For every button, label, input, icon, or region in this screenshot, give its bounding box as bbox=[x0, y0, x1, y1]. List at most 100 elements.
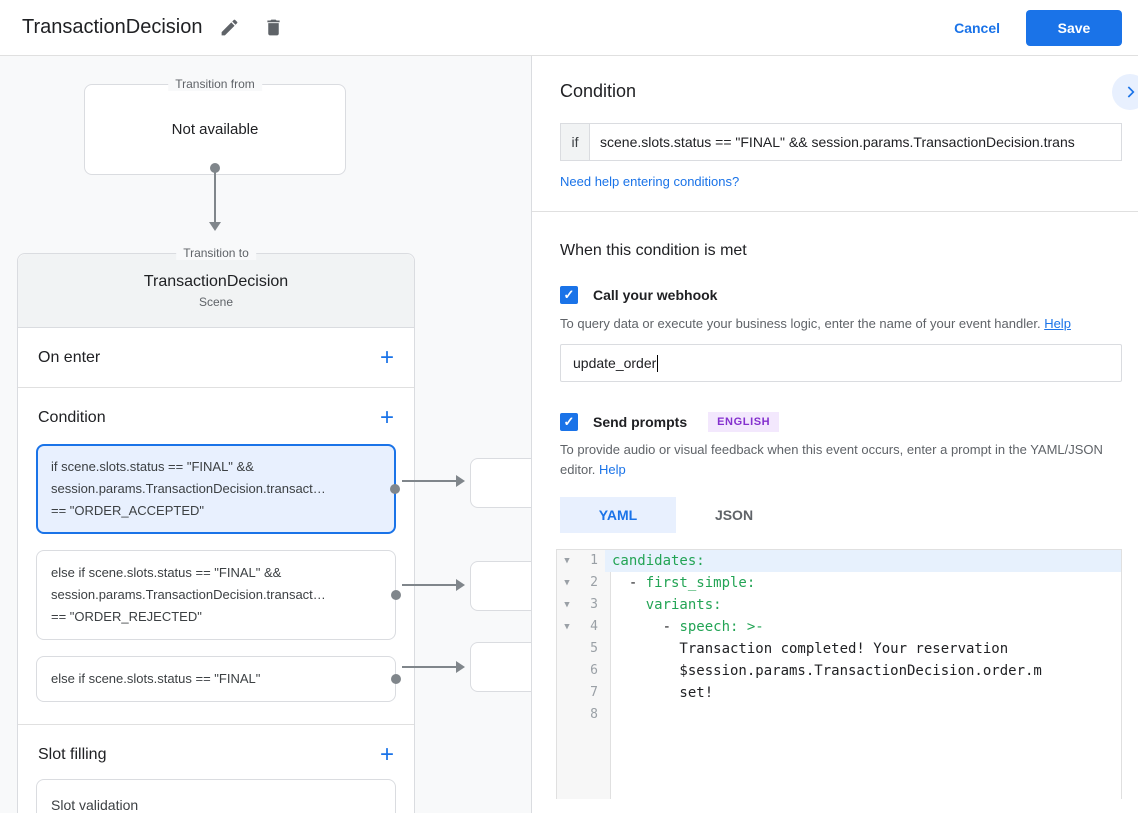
conditions-help-link[interactable]: Need help entering conditions? bbox=[560, 174, 740, 189]
line-number: 1 bbox=[590, 553, 598, 569]
condition-card[interactable]: else if scene.slots.status == "FINAL" bbox=[36, 656, 401, 702]
webhook-handler-input[interactable]: update_order bbox=[560, 344, 1122, 383]
line-number: 5 bbox=[590, 641, 598, 657]
condition-input[interactable] bbox=[589, 123, 1122, 161]
fold-arrow-icon[interactable]: ▼ bbox=[564, 578, 570, 589]
language-badge: ENGLISH bbox=[708, 412, 780, 433]
fold-arrow-icon[interactable]: ▼ bbox=[564, 600, 570, 611]
connector-dot[interactable] bbox=[391, 590, 401, 600]
when-met-heading: When this condition is met bbox=[560, 242, 747, 259]
editor-gutter bbox=[557, 550, 611, 800]
transition-from-box: Transition from Not available bbox=[84, 77, 346, 175]
fold-spacer bbox=[557, 682, 577, 704]
transition-arrow bbox=[402, 584, 460, 586]
condition-card-list: if scene.slots.status == "FINAL" &&sessi… bbox=[36, 444, 401, 702]
cancel-button[interactable]: Cancel bbox=[954, 19, 1000, 36]
transition-target-box[interactable] bbox=[470, 561, 540, 611]
editor-tabs: YAML JSON bbox=[560, 497, 1122, 534]
on-enter-section: On enter + bbox=[18, 328, 414, 388]
send-prompts-checkbox checkmark-icon[interactable]: ✓ bbox=[560, 413, 578, 432]
editor-line[interactable]: ▼ 3 variants: bbox=[557, 594, 1121, 616]
tab-yaml[interactable]: YAML bbox=[560, 497, 676, 534]
add-condition-button plus-icon[interactable]: + bbox=[379, 404, 394, 431]
code-text bbox=[605, 704, 1121, 726]
transition-target-box[interactable] bbox=[470, 458, 540, 508]
scene-name: TransactionDecision bbox=[143, 272, 289, 290]
transition-connector-line bbox=[214, 172, 216, 222]
if-prefix: if bbox=[560, 123, 589, 161]
on-enter-label: On enter bbox=[38, 348, 101, 366]
edit-icon[interactable] bbox=[212, 11, 246, 45]
page-title: TransactionDecision bbox=[22, 16, 203, 38]
condition-detail-panel: Condition if Need help entering conditio… bbox=[531, 56, 1138, 813]
chevron-right-icon bbox=[1127, 86, 1135, 98]
webhook-checkbox checkmark-icon[interactable]: ✓ bbox=[560, 286, 578, 304]
editor-lines: ▼ 1 candidates: ▼ 2 - first_simple: ▼ 3 varian… bbox=[557, 550, 1121, 726]
condition-card[interactable]: else if scene.slots.status == "FINAL" &&… bbox=[36, 550, 401, 640]
slot-validation-card[interactable]: Slot validation bbox=[36, 779, 396, 813]
editor-line[interactable]: 6 $session.params.TransactionDecision.or… bbox=[557, 660, 1121, 682]
transition-to-label: Transition to bbox=[176, 246, 256, 260]
condition-section: Condition + if scene.slots.status == "FI… bbox=[18, 388, 414, 725]
editor-line[interactable]: 7 set! bbox=[557, 682, 1121, 704]
line-number: 8 bbox=[590, 707, 598, 723]
slot-filling-section: Slot filling + Slot validation bbox=[18, 725, 414, 813]
line-number: 2 bbox=[590, 575, 598, 591]
code-text: - speech: >- bbox=[612, 619, 764, 636]
text-cursor bbox=[657, 354, 659, 372]
transition-arrow bbox=[402, 666, 460, 668]
transition-target-box[interactable] bbox=[470, 642, 540, 692]
editor-line[interactable]: 5 Transaction completed! Your reservatio… bbox=[557, 638, 1121, 660]
line-number: 7 bbox=[590, 685, 598, 701]
condition-section-label: Condition bbox=[38, 409, 106, 426]
prompts-description: To provide audio or visual feedback when… bbox=[560, 442, 1103, 478]
save-button[interactable]: Save bbox=[1026, 9, 1122, 46]
fold-spacer bbox=[557, 660, 577, 682]
scene-card: Transition to TransactionDecision Scene … bbox=[17, 246, 415, 813]
condition-expression-row: if bbox=[560, 123, 1122, 161]
line-number: 3 bbox=[590, 597, 598, 613]
collapse-panel-button[interactable] bbox=[1112, 74, 1138, 110]
webhook-help-link[interactable]: Help bbox=[1044, 316, 1071, 331]
connector-dot bbox=[210, 163, 220, 173]
scene-type: Scene bbox=[198, 294, 234, 309]
trash-icon[interactable] bbox=[256, 11, 290, 45]
line-number: 6 bbox=[590, 663, 598, 679]
editor-line[interactable]: ▼ 4 - speech: >- bbox=[557, 616, 1121, 638]
code-text: - first_simple: bbox=[612, 575, 756, 592]
fold-spacer bbox=[557, 704, 577, 726]
code-text: Transaction completed! Your reservation bbox=[612, 641, 1009, 658]
add-on-enter-button plus-icon[interactable]: + bbox=[379, 343, 394, 371]
transition-from-label: Transition from bbox=[168, 77, 262, 91]
transition-from-value: Not available bbox=[171, 121, 259, 138]
code-text: candidates: bbox=[605, 550, 1121, 573]
webhook-description: To query data or execute your business l… bbox=[560, 316, 1071, 331]
arrow-right-icon bbox=[456, 579, 465, 591]
slot-filling-label: Slot filling bbox=[38, 746, 107, 763]
editor-line[interactable]: 8 bbox=[557, 704, 1121, 726]
editor-line[interactable]: ▼ 1 candidates: bbox=[557, 550, 1121, 573]
panel-title: Condition bbox=[560, 81, 637, 101]
prompts-help-link[interactable]: Help bbox=[599, 462, 626, 478]
scene-card-header[interactable]: TransactionDecision Scene bbox=[18, 254, 414, 328]
arrow-down-icon bbox=[209, 222, 221, 231]
editor-line[interactable]: ▼ 2 - first_simple: bbox=[557, 572, 1121, 594]
tab-json[interactable]: JSON bbox=[714, 507, 754, 524]
transition-arrow bbox=[402, 480, 460, 482]
add-slot-button plus-icon[interactable]: + bbox=[379, 741, 394, 768]
yaml-editor[interactable]: ▼ 1 candidates: ▼ 2 - first_simple: ▼ 3 varian… bbox=[556, 549, 1122, 800]
code-text: variants: bbox=[645, 597, 722, 614]
connector-dot[interactable] bbox=[390, 484, 400, 494]
send-prompts-label: Send prompts bbox=[593, 414, 688, 431]
code-text: set! bbox=[612, 685, 714, 702]
arrow-right-icon bbox=[456, 475, 465, 487]
fold-arrow-icon[interactable]: ▼ bbox=[564, 622, 570, 633]
webhook-label: Call your webhook bbox=[593, 287, 718, 303]
app-bar: TransactionDecision Cancel Save bbox=[0, 0, 1138, 56]
fold-spacer bbox=[557, 638, 577, 660]
connector-dot[interactable] bbox=[391, 674, 401, 684]
line-number: 4 bbox=[590, 619, 598, 635]
fold-arrow-icon[interactable]: ▼ bbox=[564, 556, 570, 567]
condition-card[interactable]: if scene.slots.status == "FINAL" &&sessi… bbox=[36, 444, 400, 534]
code-text: $session.params.TransactionDecision.orde… bbox=[612, 663, 1042, 680]
